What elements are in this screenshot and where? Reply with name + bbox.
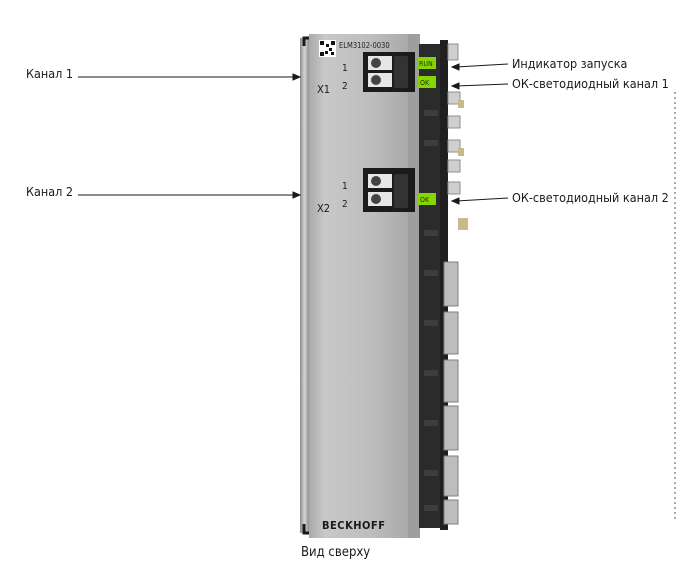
model-label: ELM3102-0030 [339,41,390,50]
x2-pin2-label: 2 [342,199,348,210]
qr-code [319,40,336,57]
module-body [309,34,414,538]
x1-pin2-label: 2 [342,81,348,92]
callout-lines [78,63,509,205]
channel2-label: Канал 2 [26,184,74,199]
strip-slots [424,110,438,511]
connector-x2 [363,168,415,212]
run-led [418,57,436,69]
run-led-label: RUN [419,60,433,68]
connector-x2-label: X2 [317,202,330,215]
x2-pin1-label: 1 [342,181,348,192]
ok-led-channel2-callout: ОК-светодиодный канал 2 [512,190,669,205]
side-tabs [447,43,461,195]
side-tab-gold-3 [458,218,468,230]
brand-logo: BECKHOFF [322,519,385,532]
terminal-strip [419,44,443,528]
ok-led-channel2-label: OK [420,196,430,204]
module-right-face [408,34,420,538]
connector-x1 [363,52,415,92]
run-led-callout: Индикатор запуска [512,56,628,71]
side-tab-gold-2 [458,148,464,156]
ok-led-channel2 [418,193,436,205]
side-tab-gold-1 [458,100,464,108]
channel1-label: Канал 1 [26,66,74,81]
ok-led-channel1-label: OK [420,79,430,87]
ok-led-channel1 [418,76,436,88]
left-rail [300,38,309,533]
connector-x1-label: X1 [317,83,330,96]
ok-led-channel1-callout: ОК-светодиодный канал 1 [512,76,669,91]
x1-pin1-label: 1 [342,63,348,74]
lower-side-tabs [443,261,459,525]
top-view-caption: Вид сверху [301,545,371,560]
